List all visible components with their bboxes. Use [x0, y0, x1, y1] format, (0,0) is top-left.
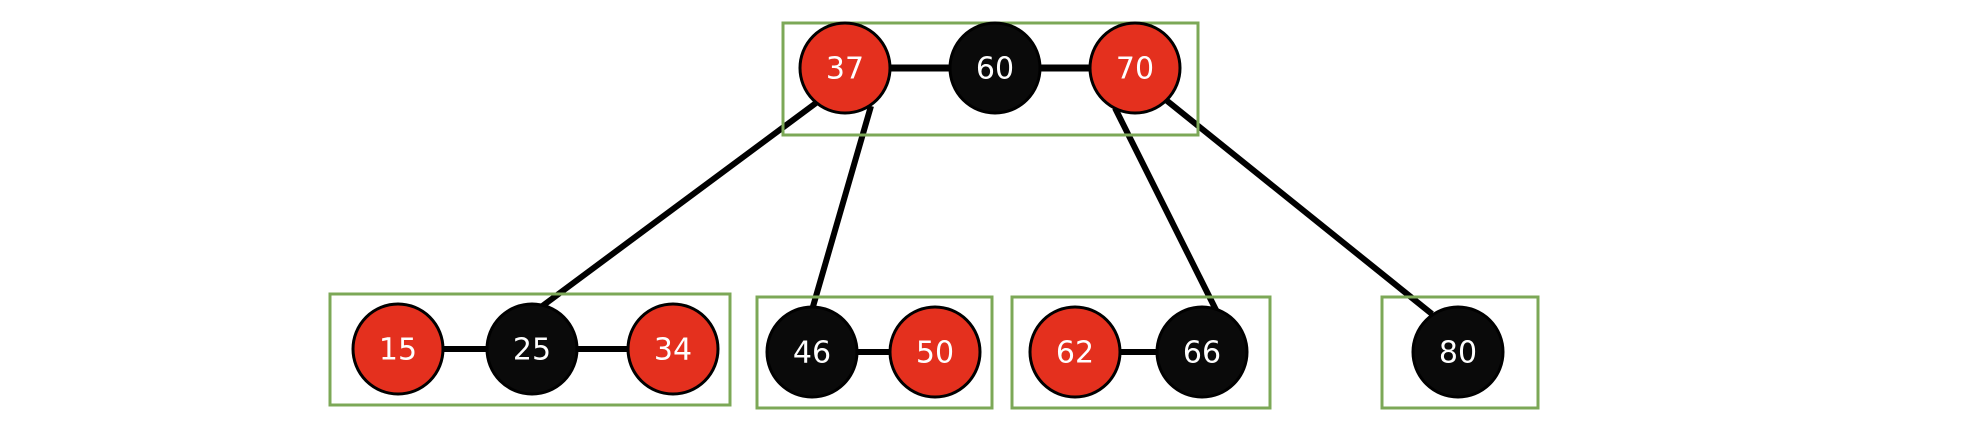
node-circle-70-red[interactable]	[1088, 21, 1182, 115]
tree-node-50[interactable]: 50	[888, 305, 982, 399]
tree-node-46[interactable]: 46	[765, 305, 859, 399]
leaf-group-3-box	[1010, 295, 1272, 410]
tree-edge-n37-n46	[809, 105, 874, 311]
group-boxes-layer	[328, 21, 1540, 410]
node-label-34: 34	[654, 333, 692, 368]
node-label-80: 80	[1439, 336, 1477, 371]
edges-layer	[443, 64, 1434, 355]
tree-edge-n37-n25	[539, 100, 818, 310]
node-label-15: 15	[379, 333, 417, 368]
node-circle-66-black[interactable]	[1155, 305, 1249, 399]
node-circle-60-black[interactable]	[948, 21, 1042, 115]
tree-node-80[interactable]: 80	[1411, 305, 1505, 399]
tree-node-37[interactable]: 37	[798, 21, 892, 115]
node-circle-50-red[interactable]	[888, 305, 982, 399]
node-label-46: 46	[793, 336, 831, 371]
leaf-group-1-box	[328, 292, 732, 407]
tree-node-70[interactable]: 70	[1088, 21, 1182, 115]
leaf-group-2-box	[755, 295, 994, 410]
tree-edge-n70-n66	[1112, 106, 1220, 314]
node-circle-34-red[interactable]	[626, 302, 720, 396]
node-circle-25-black[interactable]	[485, 302, 579, 396]
node-label-60: 60	[976, 52, 1014, 87]
tree-node-25[interactable]: 25	[485, 302, 579, 396]
tree-node-66[interactable]: 66	[1155, 305, 1249, 399]
tree-node-60[interactable]: 60	[948, 21, 1042, 115]
tree-edge-n70-n80	[1164, 97, 1434, 317]
node-label-25: 25	[513, 333, 551, 368]
node-label-62: 62	[1056, 336, 1094, 371]
node-circle-46-black[interactable]	[765, 305, 859, 399]
tree-node-34[interactable]: 34	[626, 302, 720, 396]
node-label-37: 37	[826, 52, 864, 87]
node-circle-80-black[interactable]	[1411, 305, 1505, 399]
node-label-66: 66	[1183, 336, 1221, 371]
tree-node-62[interactable]: 62	[1028, 305, 1122, 399]
node-circle-15-red[interactable]	[351, 302, 445, 396]
node-label-70: 70	[1116, 52, 1154, 87]
node-label-50: 50	[916, 336, 954, 371]
node-circle-62-red[interactable]	[1028, 305, 1122, 399]
node-circle-37-red[interactable]	[798, 21, 892, 115]
nodes-layer: 37 60 70 15 25 34 46 50 62 66 80	[351, 21, 1505, 399]
leaf-group-4-box	[1380, 295, 1540, 410]
tree-node-15[interactable]: 15	[351, 302, 445, 396]
